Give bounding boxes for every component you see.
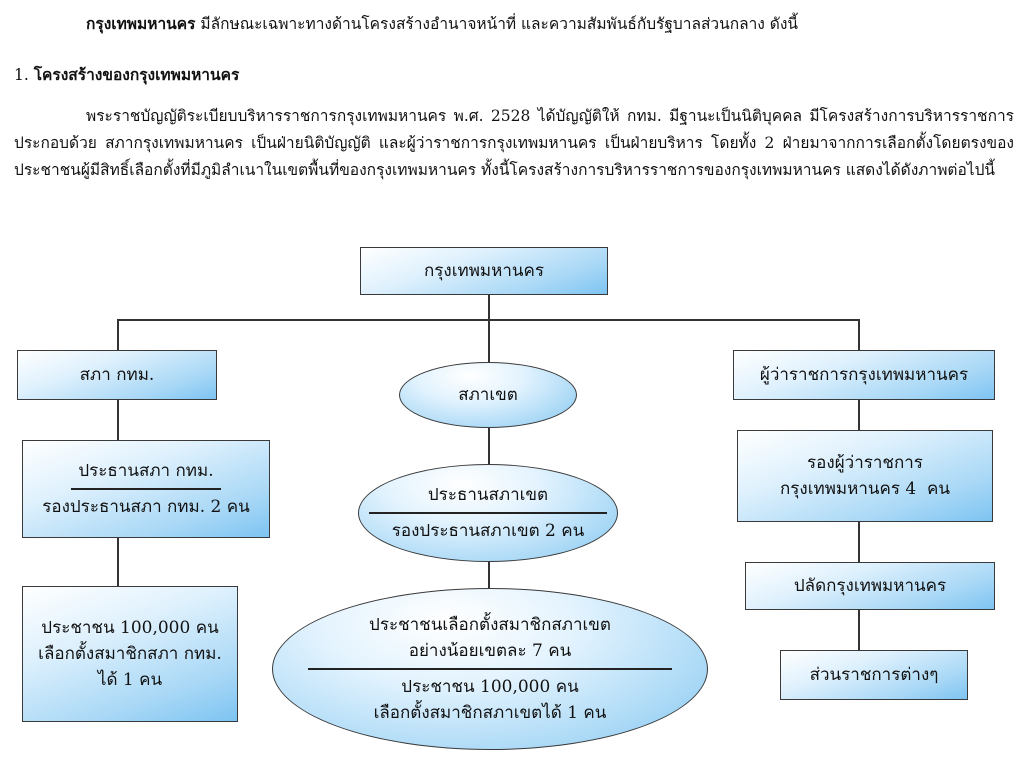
org-bma-council-chair: ประธานสภา กทม. รองประธานสภา กทม. 2 คน (22, 440, 270, 538)
org-district-voters: ประชาชนเลือกตั้งสมาชิกสภาเขต อย่างน้อยเข… (272, 588, 708, 750)
connector-to-right (858, 319, 860, 350)
intro-rest: มีลักษณะเฉพาะทางด้านโครงสร้างอำนาจหน้าที… (195, 15, 799, 33)
org-governor-label: ผู้ว่าราชการกรุงเทพมหานคร (759, 365, 969, 385)
org-district-council-label: สภาเขต (458, 385, 518, 405)
connector-center-1 (488, 428, 490, 464)
org-governor: ผู้ว่าราชการกรุงเทพมหานคร (733, 350, 995, 400)
connector-left-2 (117, 538, 119, 586)
connector-right-2 (858, 522, 860, 562)
org-agencies: ส่วนราชการต่างๆ (780, 650, 968, 700)
org-root-bangkok: กรุงเทพมหานคร (360, 247, 608, 295)
org-bma-council-label: สภา กทม. (79, 365, 155, 385)
body-paragraph: พระราชบัญญัติระเบียบบริหารราชการกรุงเทพม… (14, 107, 1014, 179)
org-district-council: สภาเขต (399, 362, 577, 428)
org-deputy-governors-line2: กรุงเทพมหานคร 4 คน (779, 479, 951, 499)
org-deputy-governors-line1: รองผู้ว่าราชการ (807, 453, 923, 473)
org-district-vice-chair-label: รองประธานสภาเขต 2 คน (391, 520, 585, 541)
org-bma-voters: ประชาชน 100,000 คน เลือกตั้งสมาชิกสภา กท… (22, 586, 238, 722)
connector-to-left (117, 319, 119, 350)
org-bma-voters-line3: ได้ 1 คน (97, 670, 163, 690)
org-district-voters-line1: ประชาชนเลือกตั้งสมาชิกสภาเขต (369, 615, 611, 636)
org-district-voters-line3: ประชาชน 100,000 คน (401, 676, 579, 697)
org-bma-chair-label: ประธานสภา กทม. (78, 461, 214, 482)
org-agencies-label: ส่วนราชการต่างๆ (809, 665, 939, 685)
connector-center-2 (488, 562, 490, 588)
connector-right-1 (858, 400, 860, 430)
section-title: โครงสร้างของกรุงเทพมหานคร (33, 65, 240, 84)
org-permanent-secretary: ปลัดกรุงเทพมหานคร (745, 562, 995, 610)
org-district-voters-line4: เลือกตั้งสมาชิกสภาเขตได้ 1 คน (373, 702, 607, 723)
connector-left-1 (117, 400, 119, 440)
connector-right-3 (858, 610, 860, 650)
connector-to-center (488, 319, 490, 362)
intro-bold: กรุงเทพมหานคร (86, 14, 196, 33)
org-deputy-governors: รองผู้ว่าราชการ กรุงเทพมหานคร 4 คน (737, 430, 993, 522)
org-district-voters-divider (308, 668, 672, 670)
connector-root-down (488, 295, 490, 320)
intro-line: กรุงเทพมหานคร มีลักษณะเฉพาะทางด้านโครงสร… (86, 10, 1016, 38)
section-number: 1. (14, 66, 34, 84)
org-district-council-chair: ประธานสภาเขต รองประธานสภาเขต 2 คน (358, 464, 618, 562)
org-district-chair-label: ประธานสภาเขต (427, 485, 549, 506)
org-root-label: กรุงเทพมหานคร (423, 261, 545, 281)
org-bma-council: สภา กทม. (17, 350, 217, 400)
org-district-voters-line2: อย่างน้อยเขตละ 7 คน (408, 641, 572, 662)
org-permanent-secretary-label: ปลัดกรุงเทพมหานคร (793, 576, 947, 596)
org-bma-voters-line1: ประชาชน 100,000 คน (41, 618, 219, 638)
org-bma-vice-chair-label: รองประธานสภา กทม. 2 คน (42, 496, 250, 517)
section-heading: 1. โครงสร้างของกรุงเทพมหานคร (14, 61, 1014, 89)
org-bma-voters-line2: เลือกตั้งสมาชิกสภา กทม. (38, 644, 222, 664)
org-district-chair-divider (369, 512, 607, 514)
org-bma-chair-divider (71, 488, 221, 490)
